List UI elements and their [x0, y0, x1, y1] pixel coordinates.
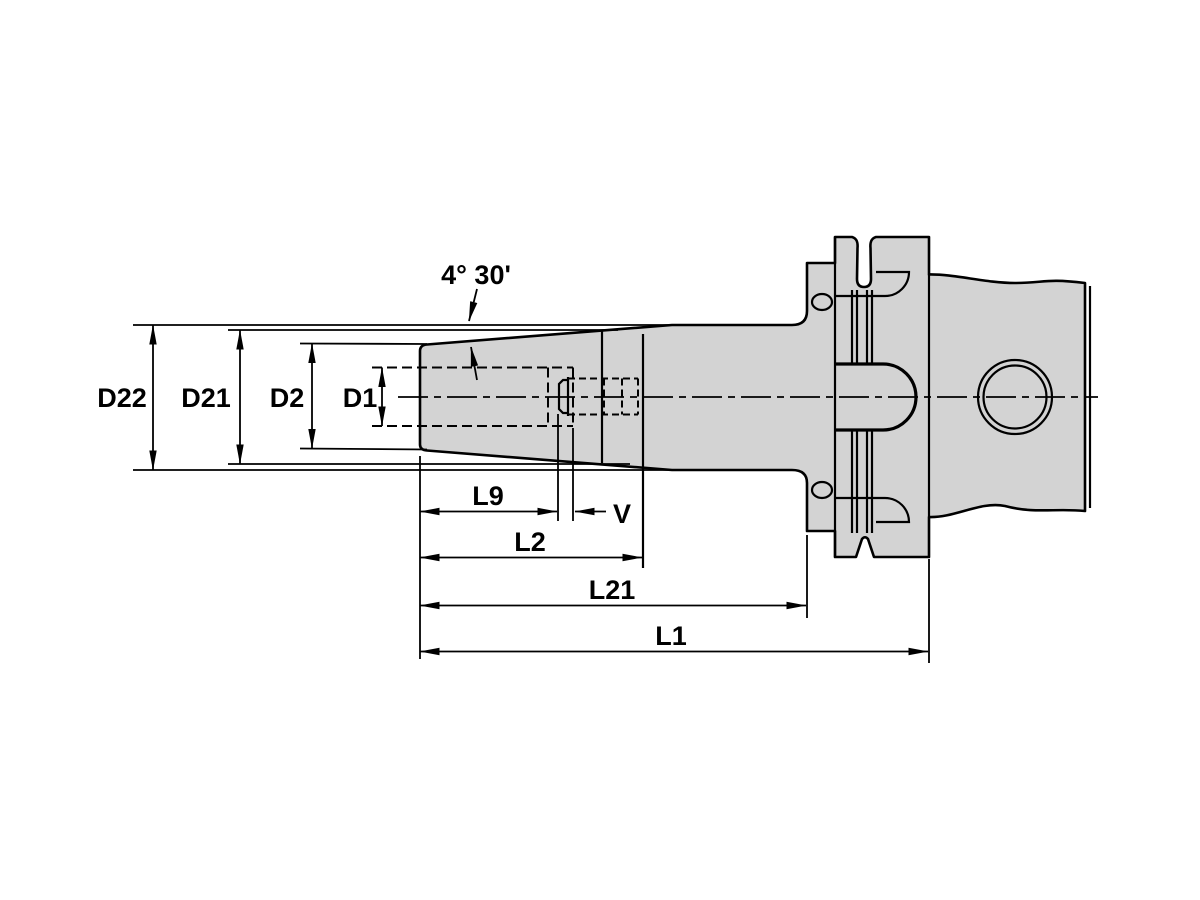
- flange-hole-bottom: [810, 480, 834, 500]
- label-d22: D22: [97, 383, 147, 413]
- angle-leader-lower: [470, 346, 479, 381]
- label-l9: L9: [472, 481, 504, 511]
- dimension-labels: D22 D21 D2 D1 4° 30' L9 V L2 L21 L1: [97, 260, 687, 651]
- label-taper-angle: 4° 30': [441, 260, 511, 290]
- label-l1: L1: [655, 621, 687, 651]
- d2-ext-bottom: [299, 447, 428, 451]
- label-d2: D2: [270, 383, 305, 413]
- label-d1: D1: [343, 383, 378, 413]
- label-d21: D21: [181, 383, 231, 413]
- drive-slot-contour-top: [835, 270, 911, 298]
- d2-ext-top: [299, 342, 428, 345]
- flange-hole-top: [810, 292, 834, 312]
- label-l2: L2: [514, 527, 546, 557]
- dimension-lines: [149, 288, 929, 656]
- drive-slot-contour-bottom: [835, 496, 911, 524]
- label-v: V: [613, 499, 631, 529]
- label-l21: L21: [589, 575, 636, 605]
- angle-leader-upper: [468, 288, 478, 322]
